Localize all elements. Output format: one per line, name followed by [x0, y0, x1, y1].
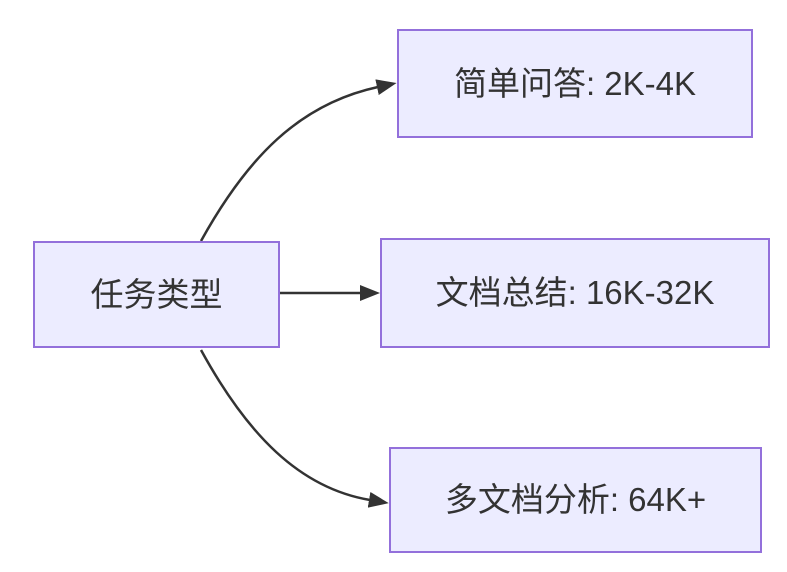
node-multi-doc-label: 多文档分析: 64K+ — [444, 481, 707, 519]
node-doc-summary: 文档总结: 16K-32K — [380, 238, 770, 348]
node-simple-qa: 简单问答: 2K-4K — [397, 29, 753, 138]
node-multi-doc: 多文档分析: 64K+ — [389, 447, 762, 553]
node-simple-qa-label: 简单问答: 2K-4K — [453, 64, 697, 102]
edge-task-to-simple-qa — [199, 79, 397, 242]
edge-task-to-multi-doc — [199, 349, 389, 508]
node-task-type-label: 任务类型 — [90, 275, 223, 313]
node-doc-summary-label: 文档总结: 16K-32K — [435, 274, 715, 312]
node-task-type: 任务类型 — [33, 241, 280, 348]
